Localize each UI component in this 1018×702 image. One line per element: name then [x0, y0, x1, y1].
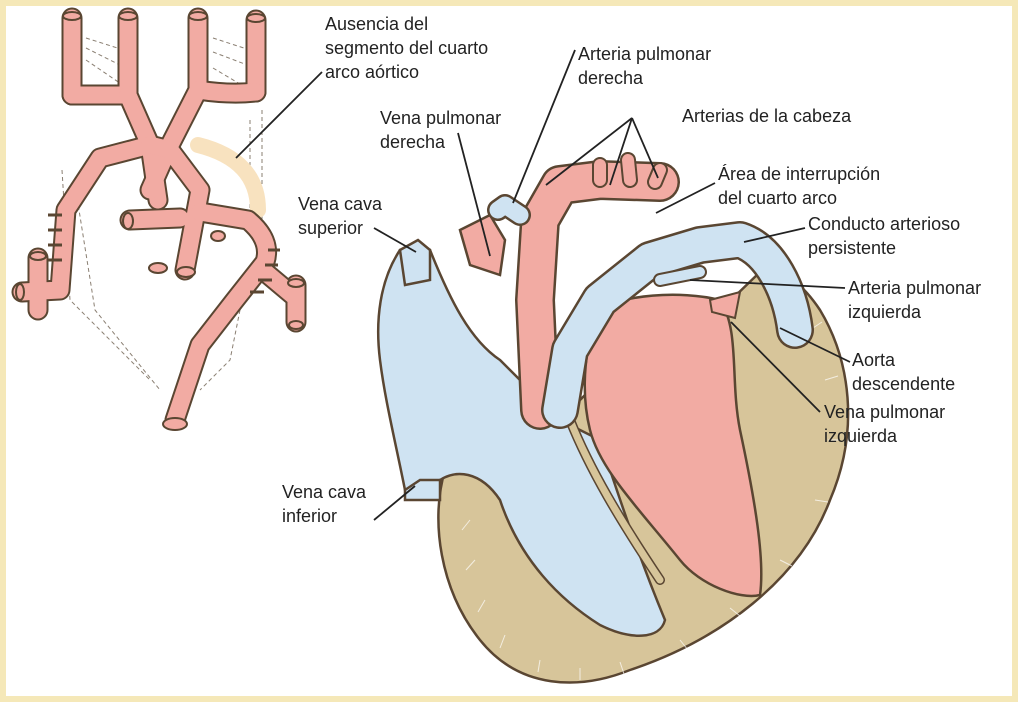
- label-ausencia: Ausencia del segmento del cuarto arco aó…: [325, 14, 493, 82]
- label-arteria-pulmonar-izquierda: Arteria pulmonar izquierda: [848, 278, 986, 322]
- label-aorta-descendente: Aorta descendente: [852, 350, 955, 394]
- arch-schematic: [16, 12, 304, 430]
- label-conducto-arterioso: Conducto arterioso persistente: [808, 214, 965, 258]
- superior-vena-cava: [400, 240, 430, 285]
- label-vena-cava-inferior: Vena cava inferior: [282, 482, 371, 526]
- label-area-interrupcion: Área de interrupción del cuarto arco: [718, 164, 885, 208]
- label-arterias-cabeza: Arterias de la cabeza: [682, 106, 852, 126]
- label-vena-cava-superior: Vena cava superior: [298, 194, 387, 238]
- label-arteria-pulmonar-derecha: Arteria pulmonar derecha: [578, 44, 716, 88]
- label-vena-pulmonar-derecha: Vena pulmonar derecha: [380, 108, 506, 152]
- heart: [378, 160, 848, 682]
